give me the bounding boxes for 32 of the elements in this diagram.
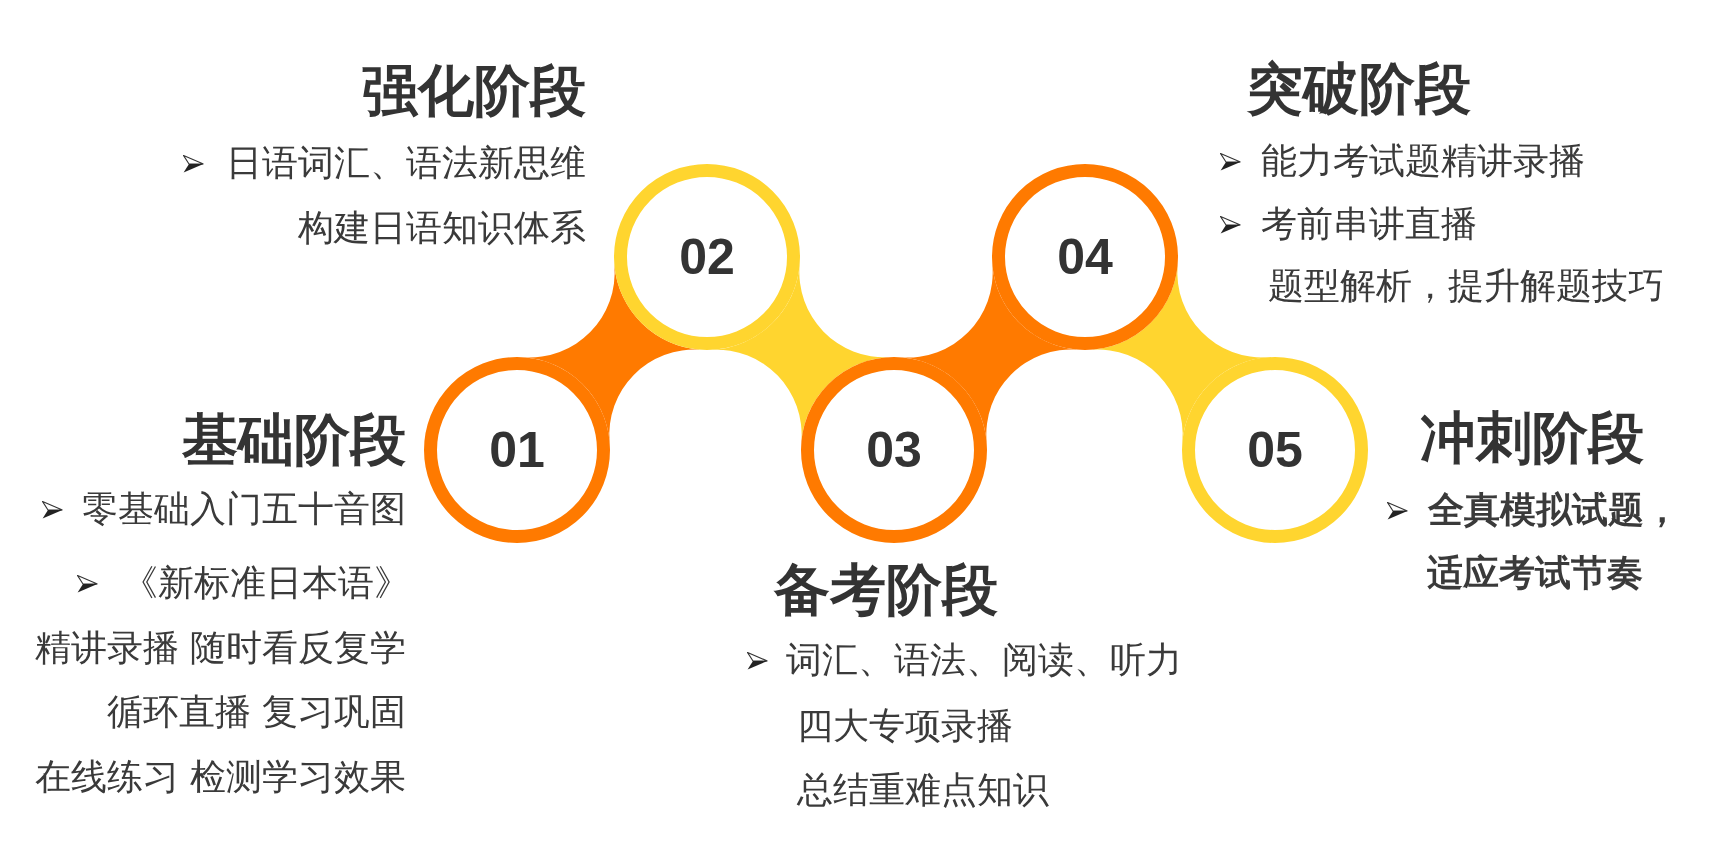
step-circle [1182, 357, 1368, 543]
step-number: 02 [679, 232, 735, 282]
stage-description: 精讲录播 随时看反复学 [34, 626, 406, 670]
stage-title: 备考阶段 [774, 556, 998, 624]
stage-title: 强化阶段 [362, 57, 586, 125]
stage-title: 基础阶段 [182, 406, 406, 474]
stage-description: 能力考试题精讲录播 [1261, 139, 1585, 183]
stage-title: 突破阶段 [1247, 55, 1471, 123]
chain-link [1091, 265, 1269, 442]
step-circle [424, 357, 610, 543]
stage-description: 词汇、语法、阅读、听力 [786, 638, 1182, 682]
stage-description: 日语词汇、语法新思维 [226, 141, 586, 185]
step-number: 05 [1247, 425, 1303, 475]
stage-description: 全真模拟试题， [1428, 488, 1680, 532]
chain-link [901, 265, 1078, 442]
step-circle [801, 357, 987, 543]
stage-description: 循环直播 复习巩固 [106, 690, 406, 734]
step-circle [992, 164, 1178, 350]
step-circle [614, 164, 800, 350]
stage-description: 在线练习 检测学习效果 [34, 755, 406, 799]
stage-description: 考前串讲直播 [1261, 202, 1477, 246]
step-number: 01 [489, 425, 545, 475]
stage-description: 零基础入门五十音图 [82, 487, 406, 531]
stage-description: 构建日语知识体系 [298, 206, 586, 250]
stage-description: 总结重难点知识 [797, 768, 1049, 812]
stage-description: 适应考试节奏 [1427, 551, 1643, 595]
stage-description: 四大专项录播 [797, 704, 1013, 748]
stage-title: 冲刺阶段 [1420, 404, 1644, 472]
step-number: 03 [866, 425, 922, 475]
step-number: 04 [1057, 232, 1113, 282]
stage-description: 题型解析，提升解题技巧 [1268, 264, 1664, 308]
stage-description: 《新标准日本语》 [122, 561, 410, 605]
